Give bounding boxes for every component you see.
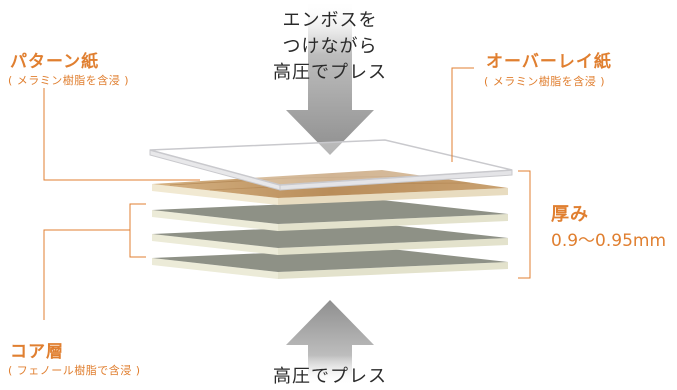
core-layer-leader: [43, 229, 130, 320]
press-arrow-bottom: [286, 300, 374, 385]
press-top-line-3: 高圧でプレス: [273, 62, 387, 83]
core-sheet-3: [152, 248, 508, 279]
core-sheet-1: [152, 200, 508, 231]
press-bottom-label: 高圧でプレス: [273, 366, 387, 387]
core-layer-bracket: [129, 203, 146, 258]
press-top-line-1: エンボスを: [282, 10, 378, 31]
overlay-paper-leader: [451, 67, 474, 162]
pattern-paper-title: パターン紙: [10, 52, 100, 72]
core-sheet-2: [152, 224, 508, 255]
thickness-title: 厚み: [551, 204, 589, 225]
press-top-line-2: つけながら: [282, 36, 378, 57]
overlay-paper-title: オーバーレイ紙: [486, 52, 612, 72]
thickness-value: 0.9〜0.95mm: [551, 231, 667, 251]
press-top-label: エンボスを つけながら 高圧でプレス: [265, 8, 395, 86]
overlay-paper-sheet: [149, 139, 513, 191]
thickness-bracket: [518, 170, 531, 279]
core-layer-title: コア層: [10, 342, 64, 362]
press-arrow-top: [286, 0, 374, 155]
overlay-paper-subtitle: ( メラミン樹脂を含浸 ): [484, 75, 606, 88]
pattern-paper-subtitle: ( メラミン樹脂を含浸 ): [8, 74, 130, 87]
pattern-paper-leader: [43, 88, 200, 181]
core-layer-subtitle: ( フェノール樹脂で含浸 ): [8, 364, 141, 377]
